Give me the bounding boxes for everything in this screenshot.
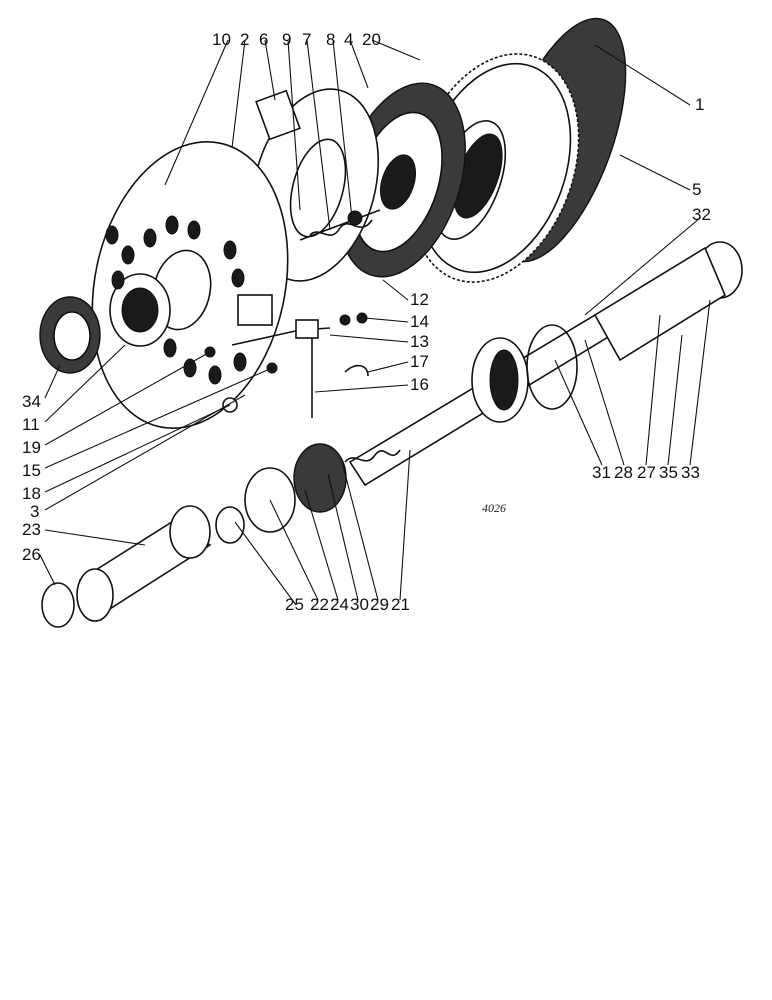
callout-23: 23 <box>22 520 41 539</box>
callout-27: 27 <box>637 463 656 482</box>
callout-31: 31 <box>592 463 611 482</box>
callout-12: 12 <box>410 290 429 309</box>
bearing-assembly <box>215 443 401 544</box>
callout-30: 30 <box>350 595 369 614</box>
callout-24: 24 <box>330 595 349 614</box>
callout-2: 2 <box>240 30 249 49</box>
callout-7: 7 <box>302 30 311 49</box>
splined-hub <box>41 505 212 628</box>
callout-19: 19 <box>22 438 41 457</box>
callout-6: 6 <box>259 30 268 49</box>
reference-code: 4026 <box>482 501 506 515</box>
callout-25: 25 <box>285 595 304 614</box>
callout-21: 21 <box>391 595 410 614</box>
callout-5: 5 <box>692 180 701 199</box>
callout-18: 18 <box>22 484 41 503</box>
callout-10: 10 <box>212 30 231 49</box>
callout-29: 29 <box>370 595 389 614</box>
callout-11: 11 <box>22 415 40 434</box>
callout-34: 34 <box>22 392 41 411</box>
callout-14: 14 <box>410 312 429 331</box>
callout-16: 16 <box>410 375 429 394</box>
callout-22: 22 <box>310 595 329 614</box>
callout-1: 1 <box>695 95 704 114</box>
main-shaft <box>348 241 743 487</box>
cover-holes <box>105 215 247 385</box>
callout-17: 17 <box>410 352 429 371</box>
callout-28: 28 <box>614 463 633 482</box>
callout-4: 4 <box>344 30 353 49</box>
callout-33: 33 <box>681 463 700 482</box>
callout-32: 32 <box>692 205 711 224</box>
callout-20: 20 <box>362 30 381 49</box>
oil-seal <box>39 296 101 374</box>
callout-35: 35 <box>659 463 678 482</box>
callout-3: 3 <box>30 502 39 521</box>
callout-9: 9 <box>282 30 291 49</box>
callout-15: 15 <box>22 461 41 480</box>
callout-8: 8 <box>326 30 335 49</box>
callout-26: 26 <box>22 545 41 564</box>
callout-13: 13 <box>410 332 429 351</box>
leader-lines <box>39 39 711 606</box>
callout-labels: 10 2 6 9 7 8 4 20 1 5 32 12 14 13 17 16 … <box>22 30 711 614</box>
